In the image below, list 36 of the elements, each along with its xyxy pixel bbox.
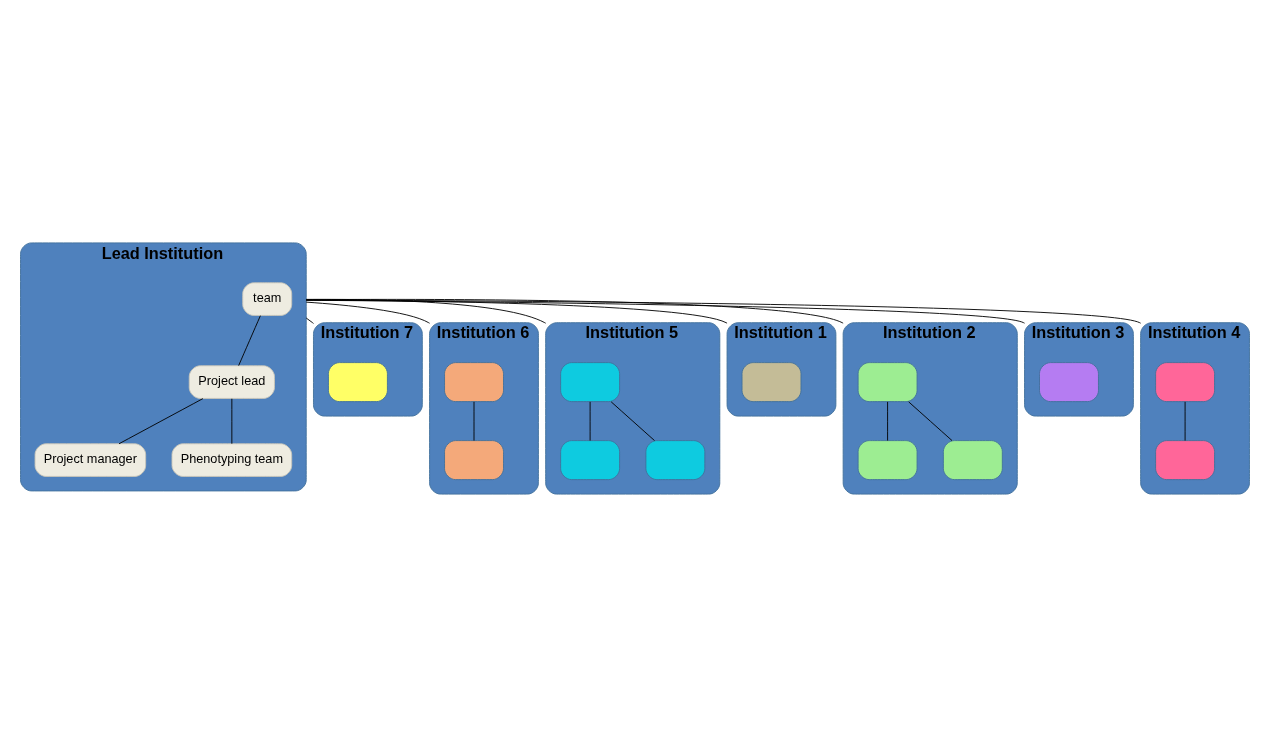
cluster: Institution 6 [429,321,539,495]
connector [118,397,204,444]
connector [305,298,844,324]
node-box: Project manager [34,442,147,477]
connector [908,400,953,441]
cluster: Institution 1 [726,321,837,417]
node-box [328,361,388,402]
connector [589,400,591,441]
connector [610,400,655,441]
connector [305,301,431,324]
node-box: Phenotyping team [171,442,293,477]
cluster: Institution 7 [313,321,423,417]
connector [1184,400,1186,441]
connector [238,314,261,366]
cluster: Institution 4 [1140,321,1250,495]
cluster: Institution 5 [545,321,721,495]
node-box [1039,361,1099,402]
connector [305,317,314,324]
node-box [1155,439,1215,480]
node-box [857,439,918,480]
node-box [560,439,621,480]
node-box: Project lead [188,364,275,399]
cluster: Institution 3 [1024,321,1134,417]
cluster: Institution 2 [842,321,1018,495]
connector [305,299,728,324]
node-box [857,361,918,402]
node-box [942,439,1003,480]
node-box [444,361,504,402]
connector [887,400,889,441]
node-box [741,361,802,402]
node-box: team [242,281,293,316]
node-box [1155,361,1215,402]
node-box [444,439,504,480]
node-box [645,439,706,480]
node-box [560,361,621,402]
connector [231,397,233,444]
